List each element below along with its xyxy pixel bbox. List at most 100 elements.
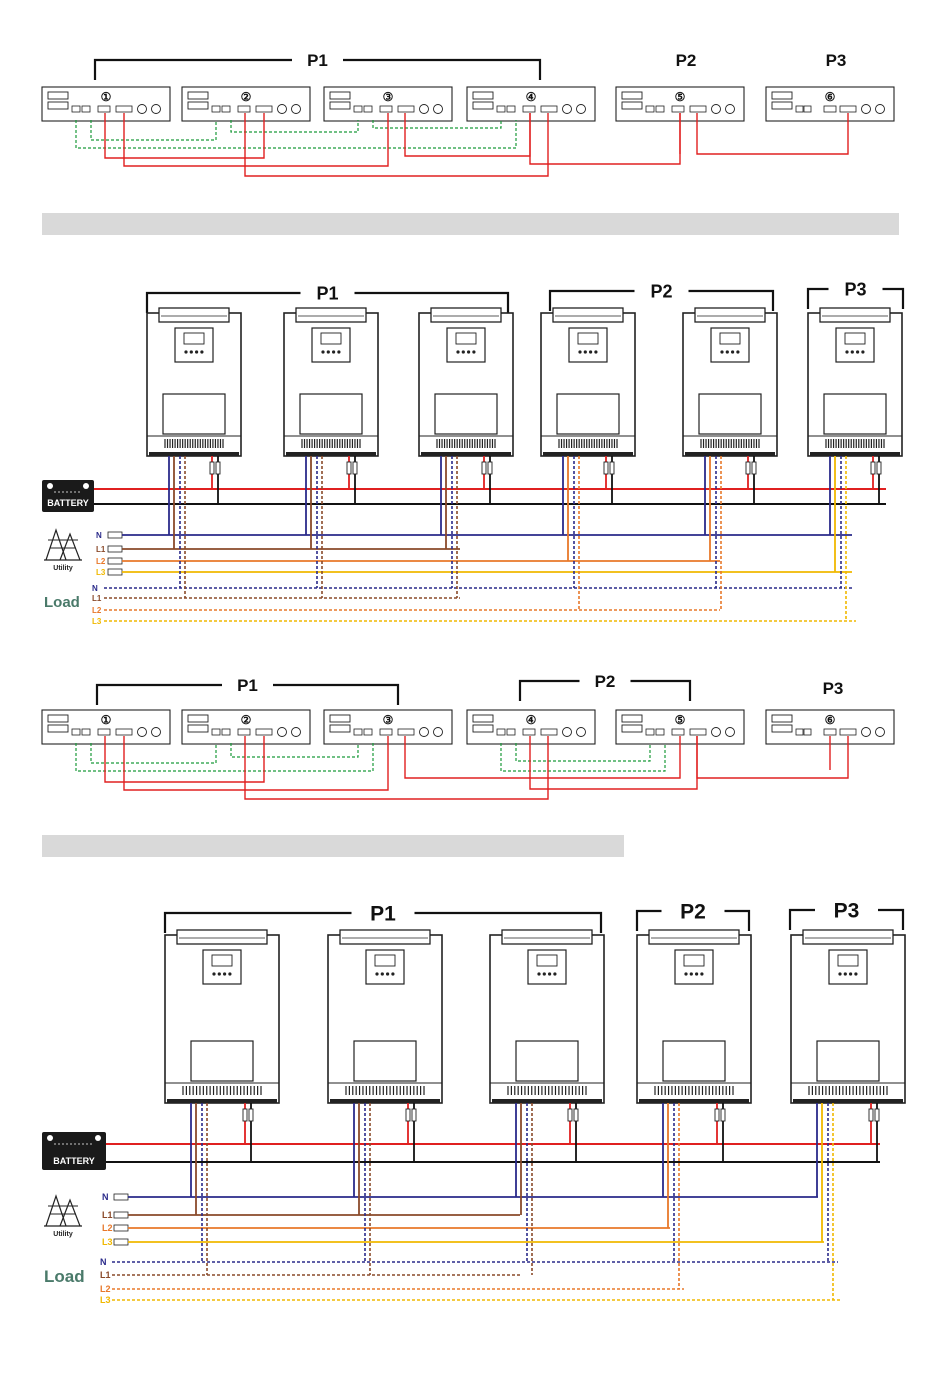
button-icon (720, 350, 723, 353)
inverter-top-cap (431, 308, 501, 322)
button-icon (218, 972, 221, 975)
knob-icon (278, 728, 287, 737)
wire (231, 743, 358, 757)
knob-icon (577, 728, 586, 737)
load-cables: NL1L2L3 (100, 1103, 842, 1305)
comm-port-icon (72, 106, 80, 112)
knob-icon (577, 105, 586, 114)
panel-display (622, 102, 642, 109)
button-icon (851, 350, 854, 353)
inverter-unit (541, 308, 635, 456)
comm-port-icon (354, 106, 362, 112)
dc-connector-icon (746, 462, 750, 474)
inverter-base (149, 452, 239, 456)
dc-connector-icon (875, 1109, 879, 1121)
unit-number: ④ (526, 90, 537, 104)
comm-port-icon (98, 729, 110, 735)
button-icon (684, 972, 687, 975)
button-icon (594, 350, 597, 353)
button-icon (854, 972, 857, 975)
comm-port-icon (380, 729, 392, 735)
phase-label-p3: P3 (823, 679, 844, 698)
knob-icon (292, 105, 301, 114)
current-share-port-icon (690, 729, 706, 735)
utility-icon: Utility (44, 1196, 82, 1238)
phase-label-p2: P2 (676, 51, 697, 70)
current-share-port-icon (840, 729, 856, 735)
wire (516, 743, 650, 761)
inverter-unit (284, 308, 378, 456)
current-share-port-icon (398, 729, 414, 735)
battery-terminal (47, 1135, 53, 1141)
terminal-cover (300, 394, 362, 434)
button-icon (726, 350, 729, 353)
panel-display (188, 715, 208, 722)
knob-icon (712, 728, 721, 737)
knob-icon (152, 728, 161, 737)
terminal-cover (817, 1041, 879, 1081)
panel-display (622, 725, 642, 732)
inverter-unit (490, 930, 604, 1103)
comm-port-icon (656, 106, 664, 112)
utility-icon: Utility (44, 530, 82, 572)
unit-number: ① (101, 90, 112, 104)
button-icon (195, 350, 198, 353)
button-icon (223, 972, 226, 975)
terminal-cover (191, 1041, 253, 1081)
bracket-line (97, 685, 222, 705)
wire (76, 120, 516, 148)
inverter-unit (328, 930, 442, 1103)
unit-number: ⑥ (825, 713, 836, 727)
load-line-label: L1 (100, 1270, 111, 1280)
comm-port-icon (804, 729, 811, 735)
button-icon (548, 972, 551, 975)
lcd-screen (321, 333, 341, 344)
bracket-line (520, 681, 580, 701)
panel-display (330, 715, 350, 722)
panel-display (330, 102, 350, 109)
panel-display (622, 92, 642, 99)
utility-cables: NL1L2L3 (96, 456, 852, 577)
unit-number: ① (101, 713, 112, 727)
lcd-screen (684, 955, 704, 966)
inverter-top-cap (502, 930, 592, 944)
inverter-panel: ① (42, 87, 170, 121)
comm-port-icon (380, 106, 392, 112)
tower-shape (60, 1200, 80, 1226)
button-icon (332, 350, 335, 353)
panel-display (188, 725, 208, 732)
comm-port-icon (824, 106, 836, 112)
inverter-top-cap (649, 930, 739, 944)
comm-port-icon (82, 106, 90, 112)
battery-label: BATTERY (53, 1156, 95, 1166)
unit-number: ③ (383, 90, 394, 104)
inverter-unit (808, 308, 902, 456)
panel-display (48, 102, 68, 109)
button-icon (537, 972, 540, 975)
knob-icon (726, 728, 735, 737)
lcd-screen (845, 333, 865, 344)
dc-connector-icon (488, 462, 492, 474)
button-icon (584, 350, 587, 353)
phase-label: P3 (844, 279, 866, 299)
inverter-base (492, 1099, 602, 1103)
lcd-screen (184, 333, 204, 344)
inverter-panel: ② (182, 87, 310, 121)
button-icon (462, 350, 465, 353)
dc-connector-icon (482, 462, 486, 474)
inverter-panel: ④ (467, 87, 595, 121)
phase-label-p3: P3 (826, 51, 847, 70)
inverter-unit (165, 930, 279, 1103)
inverter-unit (637, 930, 751, 1103)
load-line-label: L1 (92, 594, 102, 603)
button-icon (200, 350, 203, 353)
phase-bracket-p2: P2 (520, 672, 690, 701)
breaker-icon (108, 546, 122, 552)
breaker-icon (114, 1239, 128, 1245)
inverter-top-cap (177, 930, 267, 944)
panel-row-2: P1P2P3①②③④⑤⑥ (42, 672, 894, 799)
bracket-line (883, 289, 904, 309)
dc-connector-icon (604, 462, 608, 474)
